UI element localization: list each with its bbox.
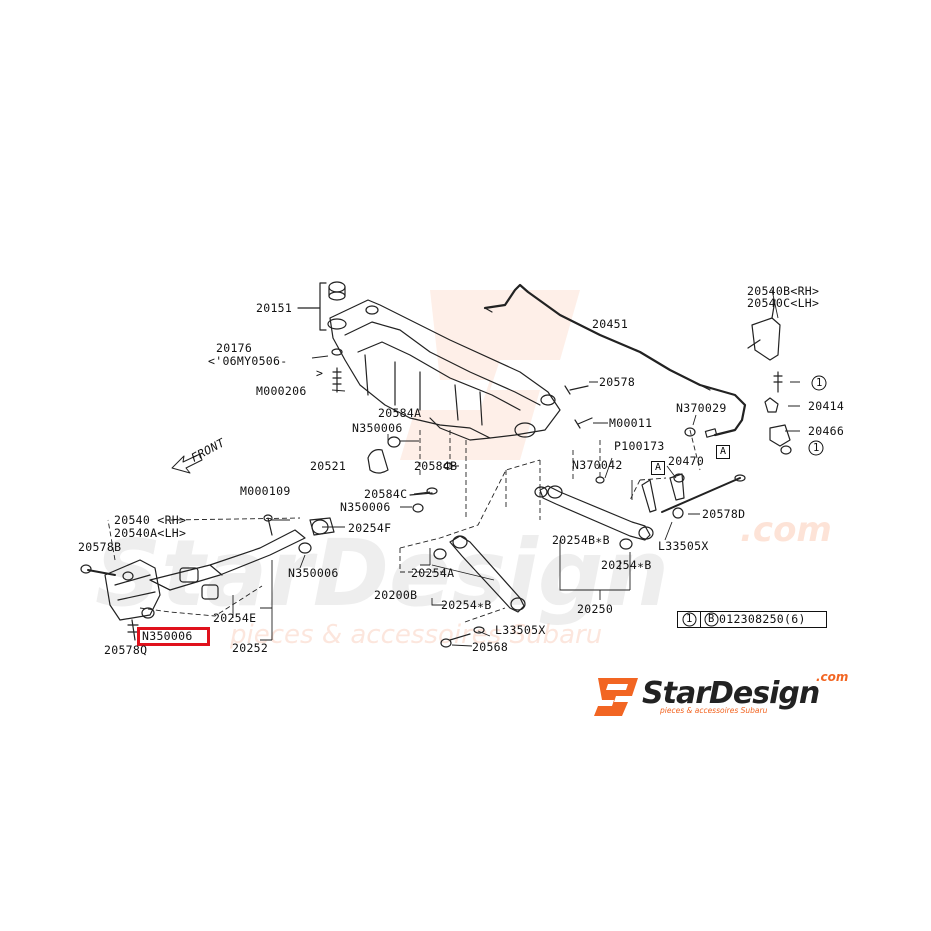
label-20470: 20470 xyxy=(668,454,705,468)
label-20578: 20578 xyxy=(599,375,636,389)
label-p100173: P100173 xyxy=(614,439,665,453)
label-20254f: 20254F xyxy=(348,521,392,535)
highlight-box-n350006 xyxy=(137,627,210,646)
label-20584a: 20584A xyxy=(378,406,422,420)
label-20254-b-right: 20254∗B xyxy=(601,558,652,572)
stardesign-logo-mark xyxy=(594,678,638,716)
label-20578q: 20578Q xyxy=(104,643,148,657)
label-20254b-b: 20254B∗B xyxy=(552,533,610,547)
label-20176: 20176 xyxy=(216,341,253,355)
legend-circle-1 xyxy=(682,612,697,627)
label-n370042: N370042 xyxy=(572,458,623,472)
label-20521: 20521 xyxy=(310,459,347,473)
label-20252: 20252 xyxy=(232,641,269,655)
legend-torque-value: 012308250(6) xyxy=(719,612,806,626)
label-20254-b-lower: 20254∗B xyxy=(441,598,492,612)
label-20250: 20250 xyxy=(577,602,614,616)
label-l33505x-a: L33505X xyxy=(658,539,709,553)
stardesign-logo-domain: .com xyxy=(816,670,849,684)
label-n350006-a: N350006 xyxy=(352,421,403,435)
label-20540a: 20540A<LH> xyxy=(114,526,187,540)
ref-box-a-upper: A xyxy=(651,461,665,475)
label-20540b: 20540B<RH> xyxy=(747,284,820,298)
label-m00011: M00011 xyxy=(609,416,653,430)
stardesign-logo-name: StarDesign xyxy=(642,676,820,711)
label-20451: 20451 xyxy=(592,317,629,331)
circle-ref-1-lower xyxy=(808,440,824,456)
watermark-tagline: pieces & accessoires Subaru xyxy=(230,620,603,650)
circle-ref-1-lower-text: 1 xyxy=(813,442,820,454)
label-n350006-b: N350006 xyxy=(340,500,391,514)
label-20584c: 20584C xyxy=(364,487,408,501)
label-20540: 20540 <RH> xyxy=(114,513,187,527)
label-20414: 20414 xyxy=(808,399,845,413)
trailing-link-20252 xyxy=(149,529,306,591)
label-20466: 20466 xyxy=(808,424,845,438)
lateral-link-upper xyxy=(539,485,651,541)
front-arrow xyxy=(171,453,203,474)
legend-circle-b-text: B xyxy=(708,613,715,625)
legend-circle-b xyxy=(704,612,719,627)
label-n350006-highlighted: N350006 xyxy=(142,629,193,643)
label-20254a: 20254A xyxy=(411,566,455,580)
crossmember xyxy=(329,299,561,439)
label-l33505x-b: L33505X xyxy=(495,623,546,637)
label-20254e: 20254E xyxy=(213,611,257,625)
watermark-brand: StarDesign xyxy=(95,520,670,627)
watermark-sj-mark xyxy=(400,290,580,460)
circle-ref-1-upper xyxy=(811,375,827,391)
bump-stop-20521 xyxy=(367,449,389,474)
stardesign-logo-tagline: pieces & accessoires Subaru xyxy=(660,706,768,715)
label-20151: 20151 xyxy=(256,301,293,315)
label-20584b: 20584B xyxy=(414,459,458,473)
legend-divider xyxy=(700,611,701,628)
circle-ref-1-upper-text: 1 xyxy=(816,377,823,389)
label-20176-note: <'06MY0506- xyxy=(208,354,288,368)
legend-circle-1-text: 1 xyxy=(686,613,693,625)
torque-legend xyxy=(677,611,827,628)
label-n350006-c: N350006 xyxy=(288,566,339,580)
label-20176-note-end: > xyxy=(316,366,324,380)
label-20540c: 20540C<LH> xyxy=(747,296,820,310)
ref-box-a-right: A xyxy=(716,445,730,459)
bracket-20540 xyxy=(104,559,161,621)
bolt-20578d xyxy=(661,477,741,513)
label-20200b: 20200B xyxy=(374,588,418,602)
label-m000206: M000206 xyxy=(256,384,307,398)
label-m000109: M000109 xyxy=(240,484,291,498)
label-20578d: 20578D xyxy=(702,507,746,521)
watermark-domain: .com xyxy=(740,510,832,550)
label-n370029: N370029 xyxy=(676,401,727,415)
label-20578b: 20578B xyxy=(78,540,122,554)
label-20568: 20568 xyxy=(472,640,509,654)
